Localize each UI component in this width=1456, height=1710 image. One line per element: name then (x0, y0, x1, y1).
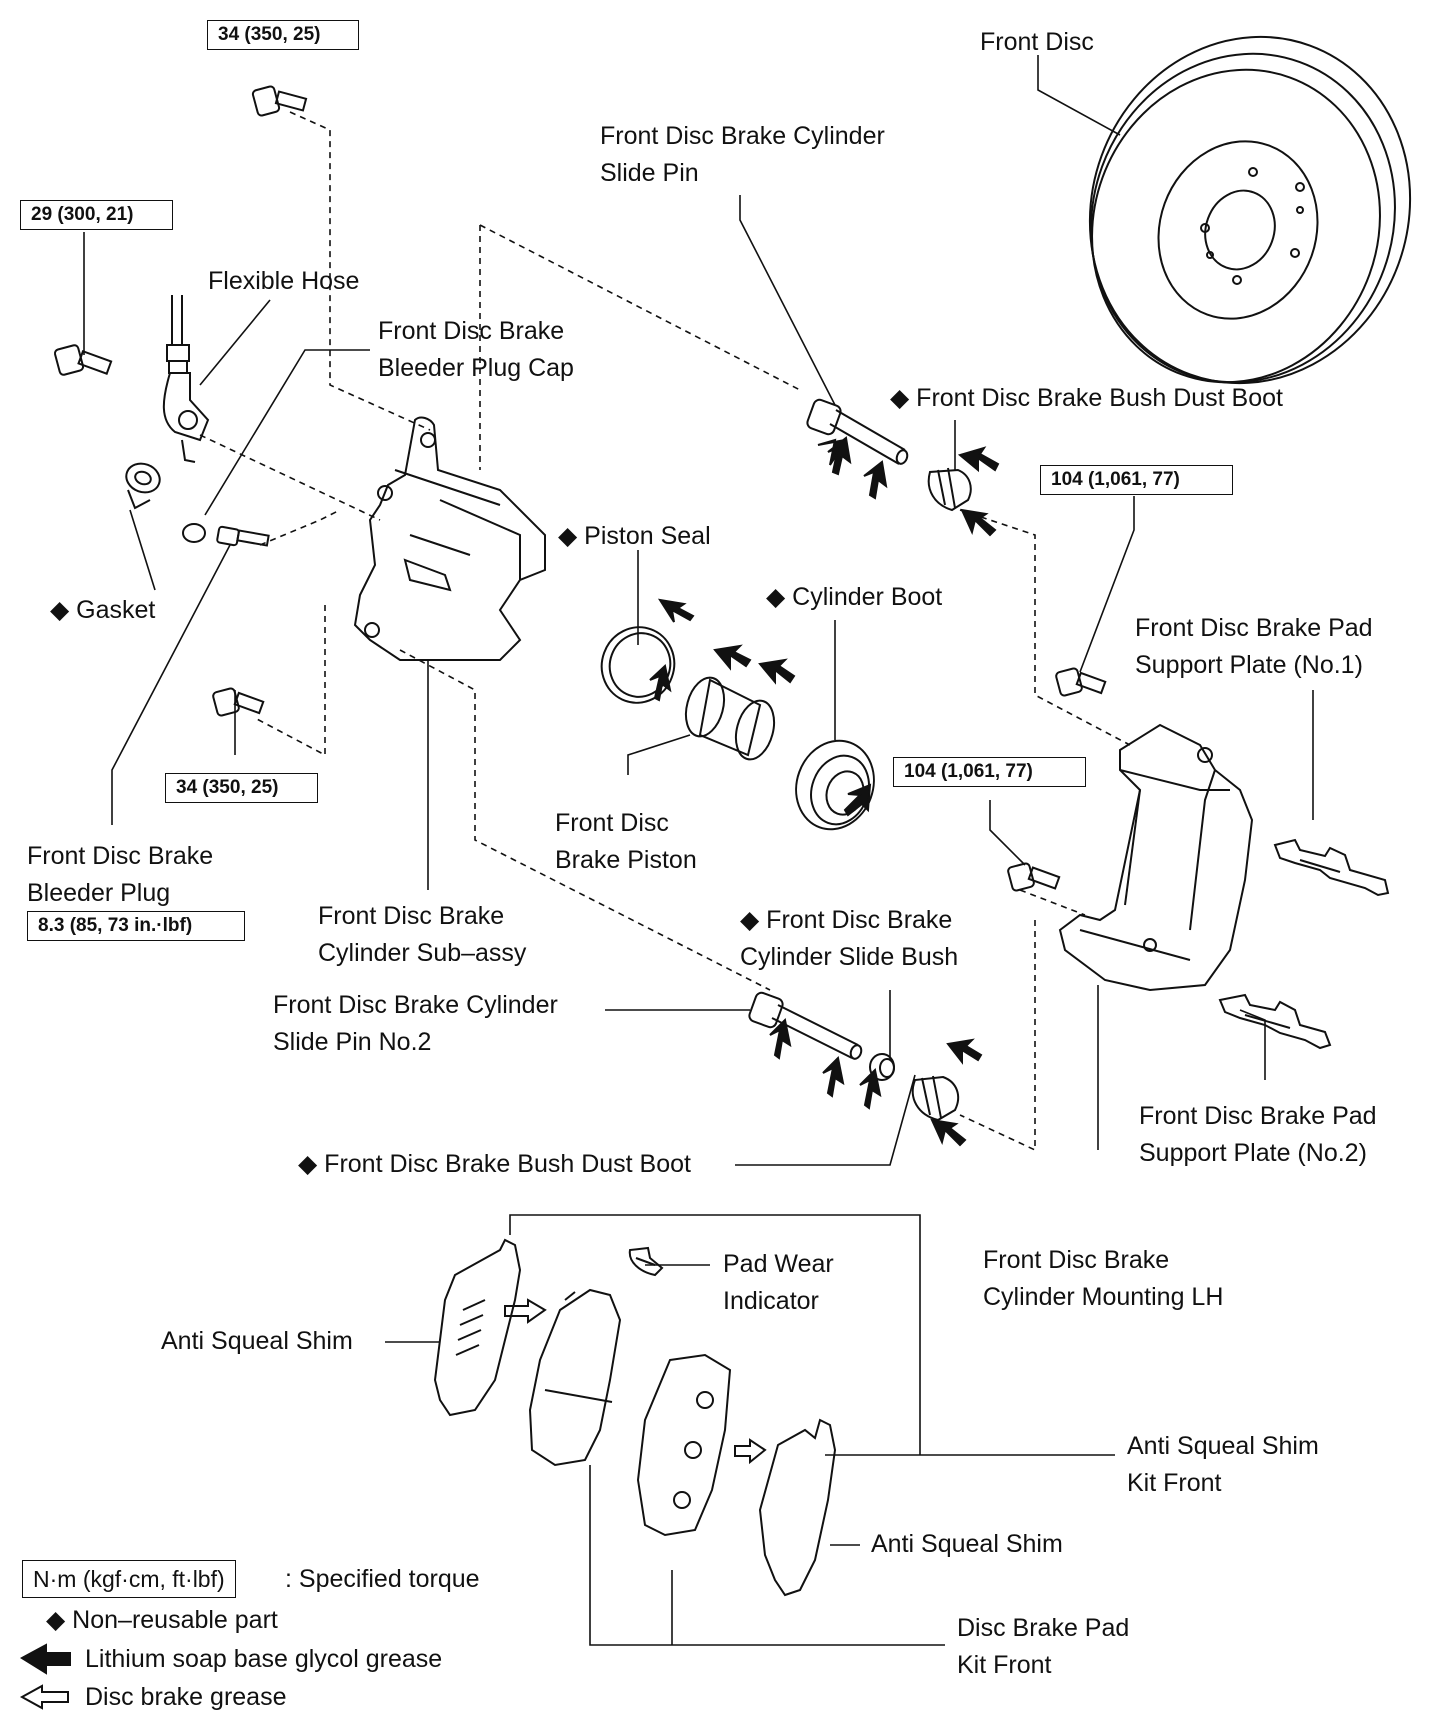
lithium-grease-arrows (649, 436, 1000, 1147)
piston-seal (600, 626, 676, 704)
slide-pin-no2 (748, 991, 863, 1060)
bleeder-plug-cap (182, 523, 206, 543)
legend-torque-unit-box: N·m (kgf·cm, ft·lbf) (22, 1560, 236, 1598)
cylinder-slide-bush (869, 1053, 895, 1081)
label-cylinder-sub-assy: Front Disc Brake Cylinder Sub–assy (318, 898, 526, 972)
label-line: Indicator (723, 1287, 819, 1315)
label-line: Slide Pin (600, 159, 699, 187)
bush-dust-boot-lower (911, 1075, 960, 1122)
label-anti-squeal-shim-left: Anti Squeal Shim (161, 1327, 353, 1355)
cylinder-mounting-bracket (1058, 723, 1254, 992)
label-pad-support-plate-2: Front Disc Brake Pad Support Plate (No.2… (1139, 1098, 1377, 1172)
label-line: Front Disc Brake Pad (1135, 614, 1373, 642)
label-line: Pad Wear (723, 1250, 834, 1278)
pad-wear-indicator (628, 1246, 664, 1277)
label-line: Cylinder Sub–assy (318, 939, 527, 967)
brake-pad-outer (636, 1353, 732, 1537)
label-bleeder-plug-cap: Front Disc Brake Bleeder Plug Cap (378, 313, 574, 387)
bolt-mounting-lower (1007, 862, 1061, 892)
disc-grease-arrows (504, 1298, 767, 1465)
label-bleeder-plug: Front Disc Brake Bleeder Plug (27, 838, 213, 912)
legend-symbols (19, 1643, 71, 1710)
label-line: Front Disc Brake Pad (1139, 1102, 1377, 1130)
flexible-hose (162, 295, 210, 463)
label-line: Front Disc Brake Cylinder (273, 991, 558, 1019)
bolt-mounting-upper (1055, 667, 1107, 697)
legend-non-reusable: ◆ Non–reusable part (46, 1606, 278, 1634)
label-line: Support Plate (No.1) (1135, 651, 1363, 679)
label-bush-dust-boot-lower: ◆ Front Disc Brake Bush Dust Boot (298, 1150, 691, 1178)
label-slide-bush: ◆ Front Disc Brake Cylinder Slide Bush (740, 902, 958, 976)
torque-box-caliper-bottom: 34 (350, 25) (165, 773, 318, 803)
brake-piston (684, 676, 776, 761)
label-gasket: ◆ Gasket (50, 596, 156, 624)
label-line: Bleeder Plug (27, 879, 171, 907)
torque-box-mounting-lower: 104 (1,061, 77) (893, 757, 1086, 787)
label-line: Disc Brake Pad (957, 1614, 1130, 1642)
label-anti-squeal-shim-kit: Anti Squeal Shim Kit Front (1127, 1428, 1319, 1502)
label-line: Bleeder Plug Cap (378, 354, 574, 382)
label-line: Front Disc Brake (983, 1246, 1170, 1274)
label-line: Front Disc Brake Cylinder (600, 122, 885, 150)
label-disc-brake-pad-kit: Disc Brake Pad Kit Front (957, 1610, 1129, 1684)
label-line: Front Disc Brake (378, 317, 565, 345)
gasket (125, 462, 161, 510)
label-line: Cylinder Slide Bush (740, 943, 959, 971)
bush-dust-boot-upper (927, 467, 972, 512)
label-slide-pin: Front Disc Brake Cylinder Slide Pin (600, 118, 885, 192)
bolt-bottom (212, 687, 265, 717)
leader-lines (83, 55, 1314, 1646)
label-line: ◆ Front Disc Brake (740, 906, 953, 934)
bolt-hose (53, 344, 113, 376)
label-line: Kit Front (957, 1651, 1052, 1679)
label-line: Brake Piston (555, 846, 697, 874)
pad-support-plate-1 (1273, 838, 1390, 897)
label-line: Support Plate (No.2) (1139, 1139, 1367, 1167)
label-slide-pin-no2: Front Disc Brake Cylinder Slide Pin No.2 (273, 987, 558, 1061)
label-line: Cylinder Mounting LH (983, 1283, 1224, 1311)
legend-lithium-grease: Lithium soap base glycol grease (85, 1645, 443, 1673)
torque-box-hose-bolt: 29 (300, 21) (20, 200, 173, 230)
label-line: Front Disc Brake (27, 842, 214, 870)
label-cylinder-boot: ◆ Cylinder Boot (766, 583, 943, 611)
slide-pin-upper (806, 398, 909, 465)
torque-box-caliper-top: 34 (350, 25) (207, 20, 359, 50)
anti-squeal-shim-left (433, 1238, 522, 1417)
bolt-top (251, 85, 308, 117)
label-flexible-hose: Flexible Hose (208, 267, 360, 295)
label-pad-support-plate-1: Front Disc Brake Pad Support Plate (No.1… (1135, 610, 1373, 684)
legend-disc-grease: Disc brake grease (85, 1683, 287, 1710)
label-line: Front Disc (555, 809, 669, 837)
label-anti-squeal-shim-right: Anti Squeal Shim (871, 1530, 1063, 1558)
brake-pad-inner (528, 1288, 622, 1467)
pad-support-plate-2 (1218, 993, 1332, 1050)
label-line: Slide Pin No.2 (273, 1028, 432, 1056)
label-bush-dust-boot-upper: ◆ Front Disc Brake Bush Dust Boot (890, 384, 1283, 412)
label-piston-seal: ◆ Piston Seal (558, 522, 711, 550)
label-pad-wear-indicator: Pad Wear Indicator (723, 1246, 834, 1320)
label-front-disc: Front Disc (980, 28, 1094, 56)
front-disc-rotor (1088, 35, 1412, 385)
label-line: Front Disc Brake (318, 902, 505, 930)
caliper-body (353, 416, 546, 661)
label-line: Anti Squeal Shim (1127, 1432, 1319, 1460)
alignment-lines (199, 111, 1131, 1152)
label-brake-piston: Front Disc Brake Piston (555, 805, 697, 879)
label-cylinder-mounting: Front Disc Brake Cylinder Mounting LH (983, 1242, 1223, 1316)
bleeder-plug (216, 525, 270, 547)
torque-box-bleeder-plug: 8.3 (85, 73 in.·lbf) (27, 911, 245, 941)
legend-torque-desc: : Specified torque (285, 1565, 480, 1593)
torque-box-mounting-upper: 104 (1,061, 77) (1040, 465, 1233, 495)
anti-squeal-shim-right (758, 1418, 837, 1597)
label-line: Kit Front (1127, 1469, 1222, 1497)
